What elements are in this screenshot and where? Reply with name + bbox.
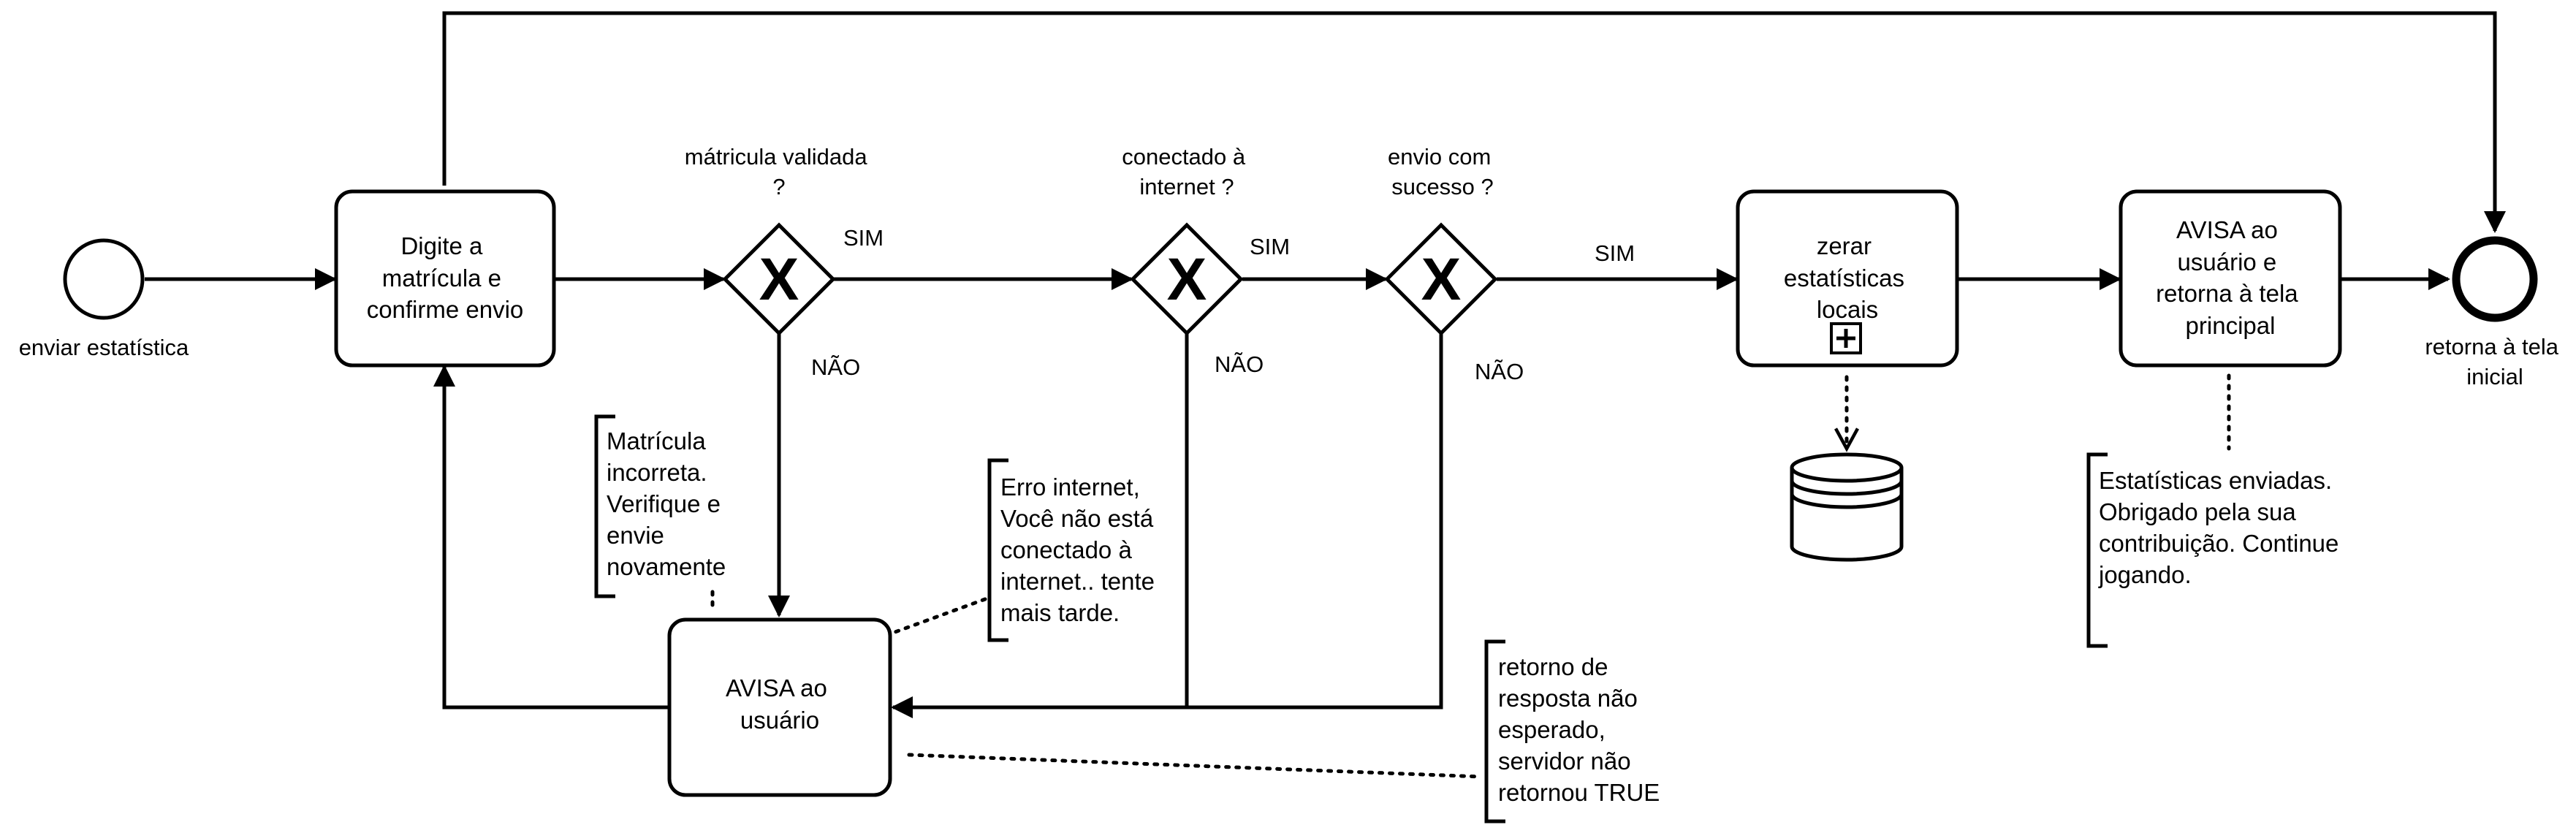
annotation-estatisticas-enviadas: Estatísticas enviadas. Obrigado pela sua… [2086, 452, 2346, 648]
start-event[interactable] [63, 238, 145, 320]
gateway-conectado-internet[interactable]: X [1130, 222, 1244, 336]
flow-gateway-3-no-line [1187, 333, 1443, 710]
data-store[interactable] [1790, 452, 1904, 562]
task-avisa-erro-label: AVISA ao usuário [726, 674, 834, 734]
gateway-2-no-label: NÃO [1215, 351, 1264, 377]
gateway-3-yes-label: SIM [1595, 240, 1635, 266]
task-zerar-label: zerar estatísticas locais [1784, 232, 1911, 323]
association-internet [891, 597, 987, 635]
gateway-1-label: mátricula validada ? [685, 144, 873, 199]
annotation-retorno-nao-esperado: retorno de resposta não esperado, servid… [1484, 639, 1660, 824]
association-retorno [907, 753, 1483, 779]
annotation-matricula-incorreta: Matrícula incorreta. Verifique e envie n… [594, 414, 727, 598]
task-digite-label: Digite a matrícula e confirme envio [367, 232, 524, 323]
start-event-label: enviar estatística [19, 335, 189, 360]
gateway-3-label: envio com sucesso ? [1388, 144, 1497, 199]
gateway-2-x-icon: X [1167, 246, 1207, 313]
end-event-label: retorna à tela inicial [2425, 334, 2564, 389]
annotation-sucesso-text: Estatísticas enviadas. Obrigado pela sua… [2098, 467, 2346, 588]
annotation-internet-text: Erro internet, Você não está conectado à… [1000, 473, 1161, 626]
gateway-envio-sucesso[interactable]: X [1384, 222, 1498, 336]
flow-avisa-erro-to-digite [433, 365, 668, 710]
annotation-erro-internet: Erro internet, Você não está conectado à… [987, 458, 1161, 642]
task-avisa-usuario-retorna[interactable]: AVISA ao usuário e retorna à tela princi… [2119, 189, 2342, 368]
gateway-2-label: conectado à internet ? [1122, 144, 1252, 199]
flow-digite-to-end-top [442, 11, 2506, 233]
annotation-retorno-text: retorno de resposta não esperado, servid… [1498, 653, 1660, 806]
gateway-2-yes-label: SIM [1250, 234, 1290, 259]
gateway-matricula-validada[interactable]: X [722, 222, 836, 336]
gateway-3-x-icon: X [1421, 246, 1462, 313]
gateway-1-no-label: NÃO [811, 354, 860, 380]
gateway-3-no-label: NÃO [1475, 359, 1524, 384]
annotation-matricula-text: Matrícula incorreta. Verifique e envie n… [607, 427, 727, 580]
subprocess-expand-icon[interactable] [1830, 322, 1862, 354]
gateway-1-yes-label: SIM [843, 225, 884, 251]
sequence-flows [145, 11, 2506, 718]
task-avisa-final-label: AVISA ao usuário e retorna à tela princi… [2156, 216, 2305, 339]
task-avisa-usuario[interactable]: AVISA ao usuário [667, 617, 892, 797]
task-zerar-estatisticas[interactable]: zerar estatísticas locais [1736, 189, 1959, 368]
task-digite-matricula[interactable]: Digite a matrícula e confirme envio [334, 189, 556, 368]
end-event[interactable] [2452, 236, 2538, 322]
associations [710, 373, 2231, 779]
gateway-1-x-icon: X [759, 246, 799, 313]
